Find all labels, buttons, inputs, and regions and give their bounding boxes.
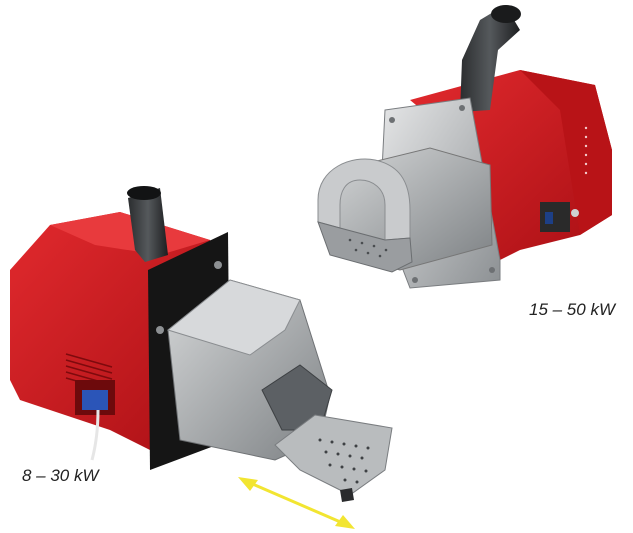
small-burner-cable (90, 409, 100, 461)
large-burner-housing-side (520, 70, 612, 235)
small-burner-chamber-top (166, 279, 301, 356)
large-burner-vent (584, 126, 588, 175)
slide-direction-arrow (238, 477, 355, 529)
large-burner-feed-tube (460, 5, 520, 112)
small-burner-connector (82, 390, 108, 410)
large-burner (317, 5, 612, 289)
small-burner-housing-top (50, 212, 210, 255)
small-burner-power-caption: 8 – 30 kW (22, 466, 99, 485)
small-burner (10, 186, 393, 502)
large-burner-chamber-arch (317, 158, 411, 241)
large-burner-power-caption: 15 – 50 kW (529, 300, 615, 319)
small-burner-grate-holes (318, 438, 370, 484)
small-burner-chamber-mouth (261, 364, 333, 431)
large-burner-control-panel (540, 202, 570, 232)
large-burner-grate (317, 221, 413, 273)
small-burner-grate-tray (274, 414, 393, 496)
small-burner-feed-tube (128, 188, 168, 262)
